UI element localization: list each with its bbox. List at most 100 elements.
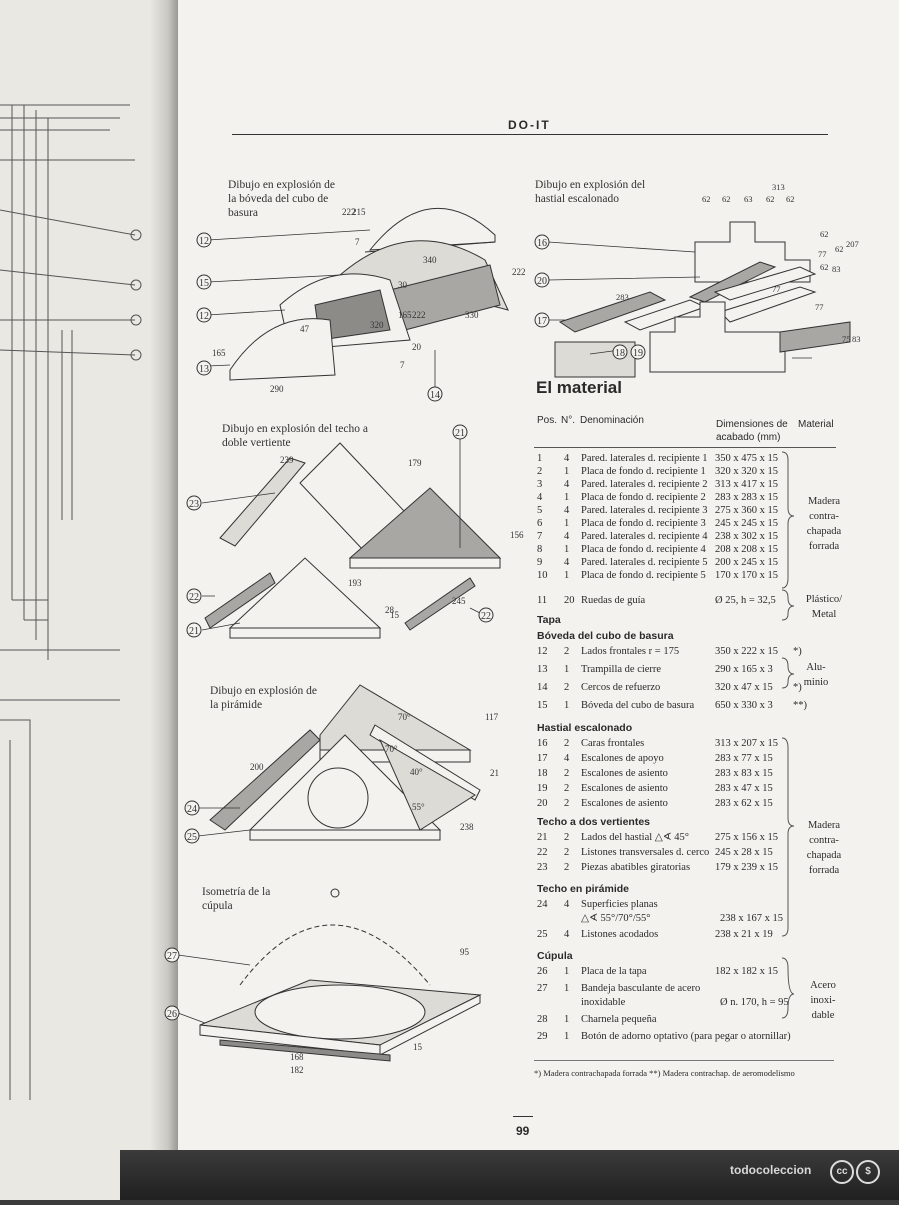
row-name: Pared. laterales d. recipiente 4	[581, 531, 708, 542]
row-dims: 350 x 222 x 15	[715, 646, 778, 657]
row-count: 2	[564, 738, 570, 749]
row-name: Caras frontales	[581, 738, 645, 749]
row-count: 1	[564, 1031, 570, 1042]
row-name: Ruedas de guía	[581, 595, 646, 606]
row-count: 2	[564, 832, 570, 843]
row-name: Lados frontales r = 175	[581, 646, 680, 657]
row-pos: 18	[537, 768, 548, 779]
gable-dim: 75	[842, 334, 851, 344]
row-note: *)	[793, 646, 802, 657]
gable-dim: 207	[846, 239, 859, 249]
gable-dim: 77	[815, 302, 824, 312]
vault-callout-4: 14	[430, 390, 440, 401]
caption-vault: Dibujo en explosión de la bóveda del cub…	[228, 179, 335, 219]
vault-dim: 47	[300, 324, 310, 334]
row-dims: 245 x 28 x 15	[715, 847, 773, 858]
pyramid-dim: 21	[490, 768, 499, 778]
row-pos: 20	[537, 798, 548, 809]
table-surface	[120, 1150, 899, 1200]
gable-dim: 62	[722, 194, 731, 204]
vault-callout-0: 12	[199, 236, 209, 247]
vault-dim: 290	[270, 384, 284, 394]
row-count: 1	[564, 700, 570, 711]
row-name: Placa de fondo d. recipiente 2	[581, 492, 706, 503]
row-dims: 200 x 245 x 15	[715, 557, 778, 568]
roof-dim: 156	[510, 530, 524, 540]
table-rule	[534, 447, 836, 448]
row-pos: 24	[537, 899, 548, 910]
row-pos: 28	[537, 1014, 548, 1025]
row-name: Cercos de refuerzo	[581, 682, 661, 693]
roof-dim: 245	[452, 596, 466, 606]
pyramid-dim: 40°	[410, 767, 423, 777]
row-pos: 13	[537, 664, 548, 675]
material-madera-2: Madera contra- chapada forrada	[806, 820, 842, 876]
row-dims: 320 x 47 x 15	[715, 682, 773, 693]
gable-callout-0: 16	[537, 238, 547, 249]
caption-gable: Dibujo en explosión del hastial escalona…	[535, 179, 646, 205]
vault-dim: 222	[412, 310, 426, 320]
row-name-cont: inoxidable	[581, 997, 626, 1008]
row-count: 2	[564, 682, 570, 693]
section-piramide: Techo en pirámide	[537, 883, 629, 895]
row-dims: Ø n. 170, h = 95	[720, 997, 789, 1008]
row-pos: 7	[537, 531, 543, 542]
row-name: Piezas abatibles giratorias	[581, 862, 691, 873]
pyramid-dim: 200	[250, 762, 264, 772]
row-count: 2	[564, 798, 570, 809]
gable-callout-3: 18	[615, 348, 625, 359]
row-count: 1	[564, 966, 570, 977]
row-count: 4	[564, 505, 570, 516]
row-count: 1	[564, 492, 570, 503]
row-pos: 6	[537, 518, 543, 529]
row-pos: 5	[537, 505, 543, 516]
row-pos: 10	[537, 570, 548, 581]
gable-callout-4: 19	[633, 348, 643, 359]
row-pos: 19	[537, 783, 548, 794]
dome-dim: 95	[460, 947, 470, 957]
roof-dim: 239	[280, 455, 294, 465]
row-count: 2	[564, 862, 570, 873]
material-title: El material	[536, 378, 622, 397]
pyramid-dim: 238	[460, 822, 474, 832]
row-note: *)	[793, 682, 802, 693]
roof-callout-0: 21	[455, 428, 465, 439]
vault-dim: 215	[352, 207, 366, 217]
row-count: 1	[564, 518, 570, 529]
roof-callout-1: 23	[189, 499, 199, 510]
row-dims: 238 x 167 x 15	[720, 913, 783, 924]
row-dims: 650 x 330 x 3	[715, 700, 773, 711]
pyramid-dim: 117	[485, 712, 499, 722]
row-name: Superficies planas	[581, 899, 658, 910]
roof-dim: 28	[385, 605, 395, 615]
row-dims: 283 x 283 x 15	[715, 492, 778, 503]
dome-dim: 15	[413, 1042, 423, 1052]
row-name: Lados del hastial △∢ 45°	[581, 832, 689, 843]
vault-dim: 20	[412, 342, 422, 352]
material-aluminio: Alu- minio	[803, 662, 829, 688]
header-rule	[232, 134, 828, 135]
material-acero: Acero inoxi- dable	[810, 980, 836, 1021]
vault-callout-1: 15	[199, 278, 209, 289]
row-count: 4	[564, 753, 570, 764]
row-name: Escalones de asiento	[581, 768, 668, 779]
row-count: 4	[564, 557, 570, 568]
row-dims: 182 x 182 x 15	[715, 966, 778, 977]
vault-dim: 30	[398, 280, 408, 290]
gable-dim: 83	[832, 264, 841, 274]
row-count: 4	[564, 929, 570, 940]
